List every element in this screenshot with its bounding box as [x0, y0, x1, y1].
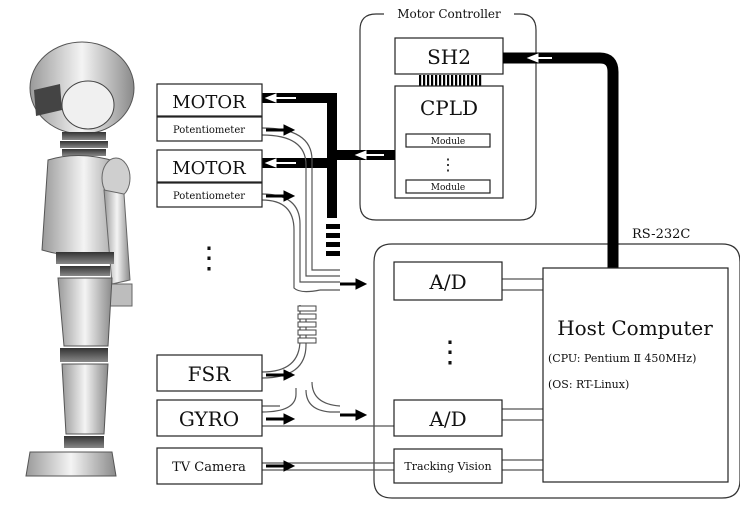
module-box-top — [405, 133, 491, 148]
ad-label-2: A/D — [428, 407, 466, 431]
module-dots: ⋮ — [440, 155, 456, 174]
host-os-spec: (OS: RT-Linux) — [548, 378, 629, 391]
device-column: MOTOR Potentiometer MOTOR Potentiometer … — [156, 83, 263, 485]
tv-camera-box — [156, 447, 263, 485]
cpld-label: CPLD — [420, 96, 478, 120]
ad-box-1 — [393, 261, 503, 301]
potentiometer-box-1 — [156, 116, 263, 142]
motor-box-1 — [156, 83, 263, 117]
host-group — [373, 243, 740, 499]
motor-label-2: MOTOR — [172, 158, 246, 179]
module-label-bottom: Module — [431, 183, 465, 193]
sensor-bus-marks — [297, 305, 317, 344]
ad-label-1: A/D — [428, 270, 466, 294]
host-computer-box — [542, 267, 729, 483]
potentiometer-box-2 — [156, 182, 263, 208]
sh2-box — [394, 37, 504, 75]
signal-wires — [261, 127, 543, 471]
module-label-top: Module — [431, 137, 465, 147]
gyro-box — [156, 399, 263, 437]
ad-dots: ⋮ — [435, 335, 465, 370]
tracking-vision-label: Tracking Vision — [404, 460, 491, 473]
sh2-cpld-connector — [419, 75, 482, 86]
motor-box-2 — [156, 149, 263, 183]
tracking-vision-box — [393, 448, 503, 484]
motor-label-1: MOTOR — [172, 92, 246, 113]
signal-arrows — [266, 124, 368, 472]
host-cpu-spec: (CPU: Pentium Ⅱ 450MHz) — [548, 352, 696, 365]
fsr-label: FSR — [188, 362, 232, 386]
more-devices-dots: ⋮ — [194, 241, 224, 276]
bus-arrows — [264, 53, 552, 168]
gyro-label: GYRO — [179, 407, 239, 431]
rs232c-label: RS-232C — [632, 227, 690, 242]
humanoid-robot-image — [25, 41, 135, 477]
sh2-label: SH2 — [427, 45, 471, 69]
potentiometer-label-1: Potentiometer — [173, 125, 245, 136]
potentiometer-label-2: Potentiometer — [173, 191, 245, 202]
tv-camera-label: TV Camera — [172, 460, 246, 475]
fsr-box — [156, 354, 263, 392]
bus-continuation — [326, 224, 340, 256]
ad-box-2 — [393, 399, 503, 437]
motor-controller-group — [359, 13, 537, 221]
module-box-bottom — [405, 179, 491, 194]
host-computer-title: Host Computer — [557, 316, 713, 340]
motor-controller-title: Motor Controller — [397, 7, 501, 21]
